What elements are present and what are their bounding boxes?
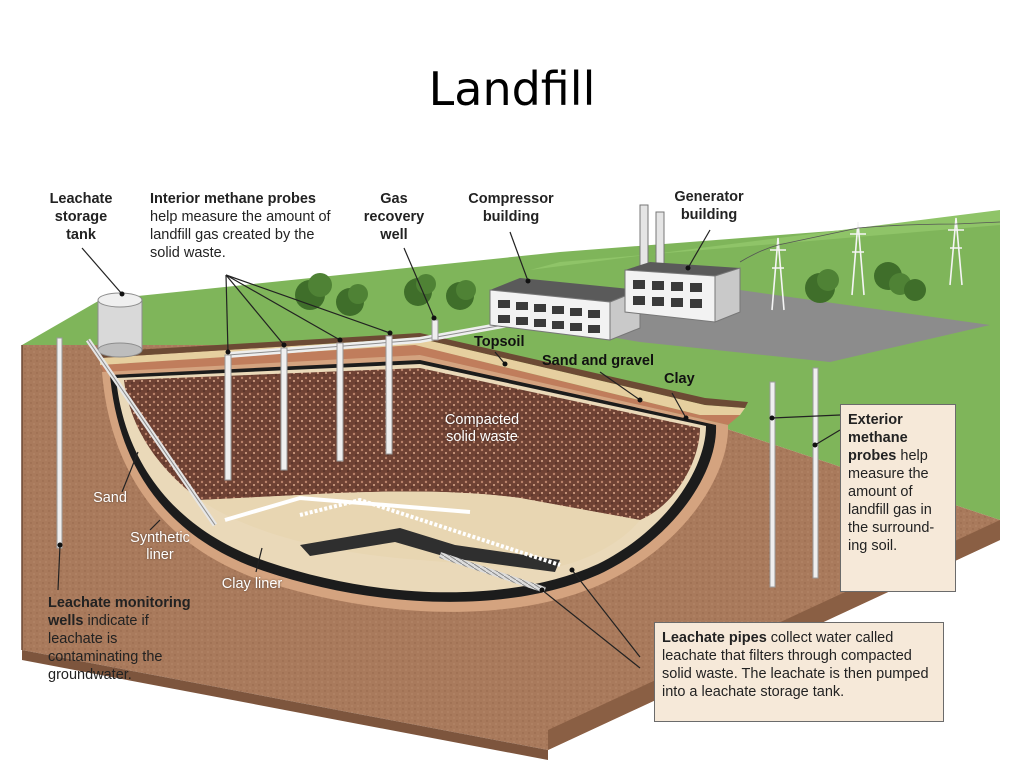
label-synthetic-liner: Synthetic liner	[130, 530, 190, 563]
callout-exterior-probes-desc: help measure the amount of landfill gas …	[848, 448, 935, 554]
label-leachate-storage-tank-text: Leachate storage tank	[49, 191, 113, 243]
label-monitoring-wells-desc: indicate if leachate is contaminating th…	[48, 613, 163, 683]
monitoring-well	[56, 337, 63, 549]
label-sand: Sand	[93, 490, 127, 506]
label-interior-probes-title: Interior methane probes	[150, 191, 316, 207]
exterior-probe-2	[812, 367, 819, 579]
drainage-strip	[300, 528, 560, 572]
callout-leachate-pipes: Leachate pipes collect water called leac…	[654, 622, 944, 722]
label-compressor-building-text: Compressor building	[468, 191, 554, 225]
label-leachate-monitoring-wells: Leachate monitoring wells indicate if le…	[48, 594, 198, 684]
page-title: Landfill	[428, 62, 596, 116]
label-leachate-storage-tank: Leachate storage tank	[42, 190, 120, 244]
label-compacted-solid-waste: Compacted solid waste	[444, 412, 520, 445]
label-generator-building-text: Generator building	[674, 189, 744, 223]
label-monitoring-wells-title: Leachate monitoring wells	[48, 595, 191, 629]
label-sand-and-gravel: Sand and gravel	[542, 353, 655, 369]
label-gas-recovery-well: Gas recovery well	[358, 190, 430, 244]
label-topsoil: Topsoil	[474, 334, 525, 350]
power-towers	[739, 217, 1001, 311]
label-generator-building: Generator building	[668, 188, 750, 224]
label-clay-liner: Clay liner	[221, 576, 283, 592]
compacted-waste	[124, 368, 700, 520]
label-interior-methane-probes: Interior methane probes help measure the…	[150, 190, 340, 262]
label-clay: Clay	[664, 371, 695, 387]
label-compressor-building: Compressor building	[462, 190, 560, 226]
leader-lines	[57, 229, 841, 669]
exterior-probe-1	[769, 381, 776, 588]
generator-building-illustration	[624, 204, 741, 323]
grass-back	[530, 210, 1000, 270]
callout-exterior-probes-title: Exterior methane probes	[848, 412, 908, 464]
storage-tank	[97, 299, 143, 351]
interior-probes	[224, 319, 439, 481]
callout-exterior-methane-probes: Exterior methane probes help measure the…	[840, 404, 956, 592]
label-interior-probes-desc: help measure the amount of landfill gas …	[150, 209, 331, 261]
callout-leachate-pipes-desc: collect water called leachate that filte…	[662, 630, 929, 700]
callout-leachate-pipes-title: Leachate pipes	[662, 630, 767, 646]
label-gas-recovery-well-text: Gas recovery well	[363, 191, 425, 243]
